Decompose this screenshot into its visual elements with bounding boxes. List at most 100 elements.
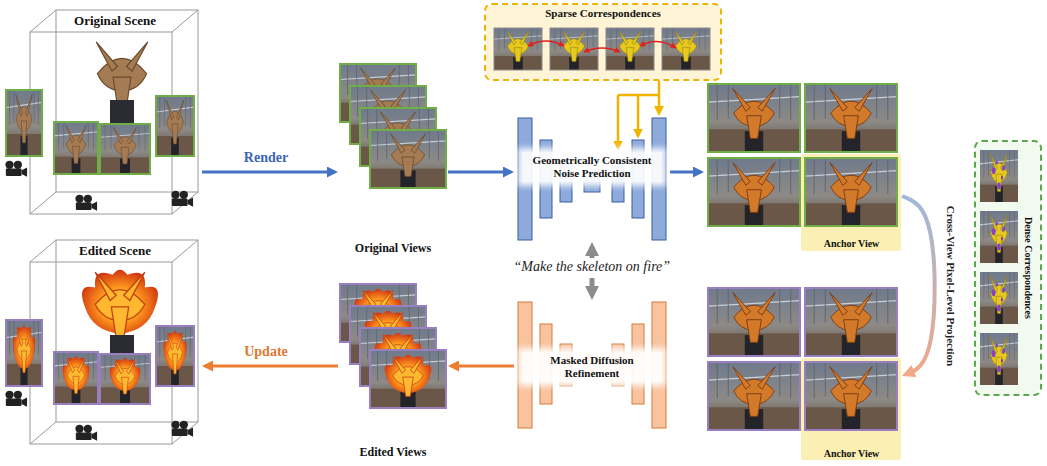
flow-arrow [670,171,701,174]
node-label: Geometrically Consistent Noise Predictio… [522,152,662,182]
correspondence-branch-part [617,95,620,148]
sparse-panel-images-part-part [528,41,564,46]
view-grid-images-part [801,358,901,460]
view-grid-images-part [708,158,800,226]
edge-label: Render [242,150,290,166]
scene-illustration-part [75,425,97,441]
node-label: Masked Diffusion Refinement [522,352,662,382]
correspondence-branch-part [637,95,640,136]
scene-illustration-part [171,191,193,207]
scene-illustration-part [54,352,98,404]
view-stack-images-part [370,350,446,408]
node-label: Edited Scene [28,243,202,259]
scene-illustration-part [54,122,98,174]
scene-illustration-part [6,90,42,156]
view-grid-images-part [805,288,897,356]
view-grid-images-part [708,288,800,356]
scene-illustration-part [171,421,193,437]
scene-illustration-part-part [30,32,172,214]
edge-label: Cross-View Pixel-Level Projection [945,204,957,368]
sparse-panel-images-part-part [584,48,620,52]
view-stack-images [340,64,446,188]
scene-illustration-part [5,391,27,407]
flow-arrow [451,365,514,368]
scene-illustration-part [100,354,150,404]
scene-illustration-part-part [30,10,198,214]
view-grid-images-part [805,158,897,226]
sparse-panel-images [486,5,720,79]
node-label: Edited Views [338,445,448,460]
scene-illustration-part [100,124,150,174]
scene-illustration-part [156,326,194,386]
view-grid-images-part [805,288,897,356]
scene-illustration-part [54,352,98,404]
view-grid-images-part [708,84,800,152]
sparse-panel-images-part [662,28,710,70]
unet-block: Masked Diffusion Refinement [514,300,670,430]
node-label: Original Views [338,241,448,256]
scene-illustration-part [54,122,98,174]
scene-illustration-part [100,354,150,404]
scene-illustration-part [75,195,97,211]
scene-illustration-part-part [30,240,198,444]
flow-arrow [448,171,511,174]
sparse-panel-images-part [494,28,542,70]
view-stack-images-part [370,130,446,188]
node-label: Dense Correspondences [1023,217,1034,319]
view-grid-images-part [805,158,897,226]
flow-arrow [902,196,935,374]
unet-block: Geometrically Consistent Noise Predictio… [514,116,670,242]
view-grid-images-part [801,154,901,251]
view-grid-images-part [708,84,800,152]
scene-illustration-part [6,90,42,156]
node-label: Anchor View [801,448,902,459]
flow-arrow [205,365,338,368]
sparse-panel-images-part-part [640,41,676,48]
sparse-panel-images-part [494,28,542,70]
view-grid: Anchor View [704,80,902,252]
scene-illustration-part [156,326,194,386]
scene-illustration-part [30,240,198,444]
dense-panel-images-part [976,142,1040,394]
view-grid-images [708,84,901,251]
edge-label: Update [242,344,290,360]
sparse-panel-images-part [662,28,710,70]
view-grid-images-part [805,84,897,152]
flow-arrow [590,278,595,295]
scene-illustration-part [96,42,148,107]
flow-arrow [658,81,661,114]
scene-illustration-part [82,270,158,339]
view-grid: Anchor View [704,284,902,462]
unet-layers [518,118,666,240]
scene-illustration [5,240,198,444]
scene-illustration-part [6,320,42,386]
scene-illustration-part [100,124,150,174]
scene-illustration-part [156,96,194,156]
node-label: Original Scene [28,13,202,29]
scene-illustration-part [30,10,198,214]
view-stack-images [340,284,446,408]
prompt-text: “Make the skeleton on fire” [510,258,675,278]
scene-illustration-part [6,320,42,386]
view-grid-images [708,288,901,460]
view-stack-images-part [370,130,446,188]
node-label: Sparse Correspondences [486,7,720,19]
view-stack: Original Views [338,60,448,258]
scene-illustration-part-part [30,262,172,444]
scene-box: Edited Scene [28,234,202,460]
dense-panel-images-part [980,211,1018,263]
scene-illustration [5,10,198,214]
view-grid-images-part [708,288,800,356]
correspondence-panel: Sparse Correspondences [484,3,722,81]
unet-layers [518,302,666,428]
correspondence-panel: Dense Correspondences [974,140,1042,396]
scene-illustration-part [156,96,194,156]
flow-arrow [202,171,335,174]
node-label: Anchor View [801,238,902,249]
dense-panel-images-part [980,150,1018,202]
view-grid-images-part [708,362,800,430]
dense-panel-images-part [980,272,1018,324]
